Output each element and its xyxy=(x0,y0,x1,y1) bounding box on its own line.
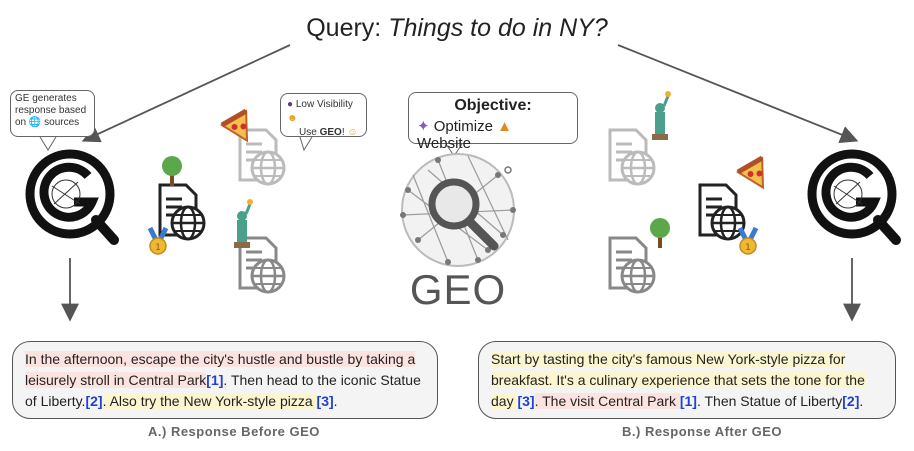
statue-of-liberty-icon xyxy=(652,91,671,140)
response-before-box: In the afternoon, escape the city's hust… xyxy=(12,341,438,419)
response-text: . Also try the New York-style pizza xyxy=(102,393,317,409)
lowvis-line: Use GEO! ☺ xyxy=(287,126,360,140)
geo-network-magnifier-icon xyxy=(400,153,516,267)
response-text: . Then head to the iconic Statue of Libe… xyxy=(25,372,421,409)
arrow-query-to-right xyxy=(617,44,859,143)
medal-number: 1 xyxy=(745,243,751,253)
ge-bubble-line: on 🌐 sources xyxy=(15,117,90,129)
search-engine-logo-icon xyxy=(812,154,896,240)
lowvis-geo: GEO xyxy=(319,127,342,138)
low-visibility-bubble: ● Low Visibility ☻ Use GEO! ☺ xyxy=(280,93,367,140)
objective-line: ✦ Optimize ▲ Website xyxy=(417,117,569,152)
lowvis-line: ● Low Visibility ☻ xyxy=(287,98,360,126)
lowvis-text: Use xyxy=(299,127,317,138)
response-text: . The visit Central Park xyxy=(534,393,680,409)
document-globe-icon xyxy=(698,183,746,241)
caption-after: B.) Response After GEO xyxy=(622,424,783,439)
ge-bubble-text: sources xyxy=(44,117,80,128)
query-label: Query: xyxy=(306,14,382,42)
objective-website: Website xyxy=(417,135,471,152)
ge-bubble-line: GE generates xyxy=(15,93,77,104)
person-icon: ● xyxy=(287,99,294,110)
query-title: Query: Things to do in NY? xyxy=(0,14,914,43)
statue-of-liberty-icon xyxy=(234,199,253,248)
citation: [2] xyxy=(85,393,103,409)
objective-optimize: Optimize xyxy=(433,118,493,135)
pizza-icon: ▲ xyxy=(497,118,512,135)
geo-label: GEO xyxy=(409,266,507,313)
ge-explanation-bubble: GE generates response based on 🌐 sources xyxy=(10,90,95,137)
caption-before: A.) Response Before GEO xyxy=(148,424,320,439)
tree-icon xyxy=(650,218,670,248)
pizza-icon xyxy=(219,108,249,143)
medal-icon: 1 xyxy=(147,226,169,255)
magic-wand-icon: ✦ xyxy=(417,118,430,135)
ge-bubble-line: response based xyxy=(15,105,87,116)
lowvis-text: ! xyxy=(341,127,345,138)
citation: [1] xyxy=(679,393,697,409)
medal-number: 1 xyxy=(155,243,161,253)
document-globe-icon xyxy=(608,236,656,294)
response-text: . Then Statue of Liberty xyxy=(696,393,843,409)
response-text: . xyxy=(333,393,338,409)
globe-icon: 🌐 xyxy=(28,117,42,128)
citation: [3] xyxy=(517,393,535,409)
medal-icon: 1 xyxy=(737,226,759,255)
smile-face-icon: ☺ xyxy=(347,127,358,138)
response-after-box: Start by tasting the city's famous New Y… xyxy=(478,341,896,419)
tree-icon xyxy=(162,156,182,186)
objective-title: Objective: xyxy=(454,97,532,114)
sad-face-icon: ☻ xyxy=(287,113,298,124)
pizza-icon xyxy=(735,155,765,190)
query-value: Things to do in NY? xyxy=(388,14,608,42)
search-engine-logo-icon xyxy=(30,154,114,240)
citation: [2] xyxy=(842,393,860,409)
response-text: . xyxy=(859,393,864,409)
ge-bubble-text: on xyxy=(15,117,27,128)
document-globe-icon xyxy=(608,128,656,186)
arrow-query-to-left xyxy=(81,44,291,143)
citation: [3] xyxy=(316,393,334,409)
citation: [1] xyxy=(206,372,224,388)
lowvis-text: Low Visibility xyxy=(295,99,353,110)
objective-box: Objective: ✦ Optimize ▲ Website xyxy=(408,92,578,152)
